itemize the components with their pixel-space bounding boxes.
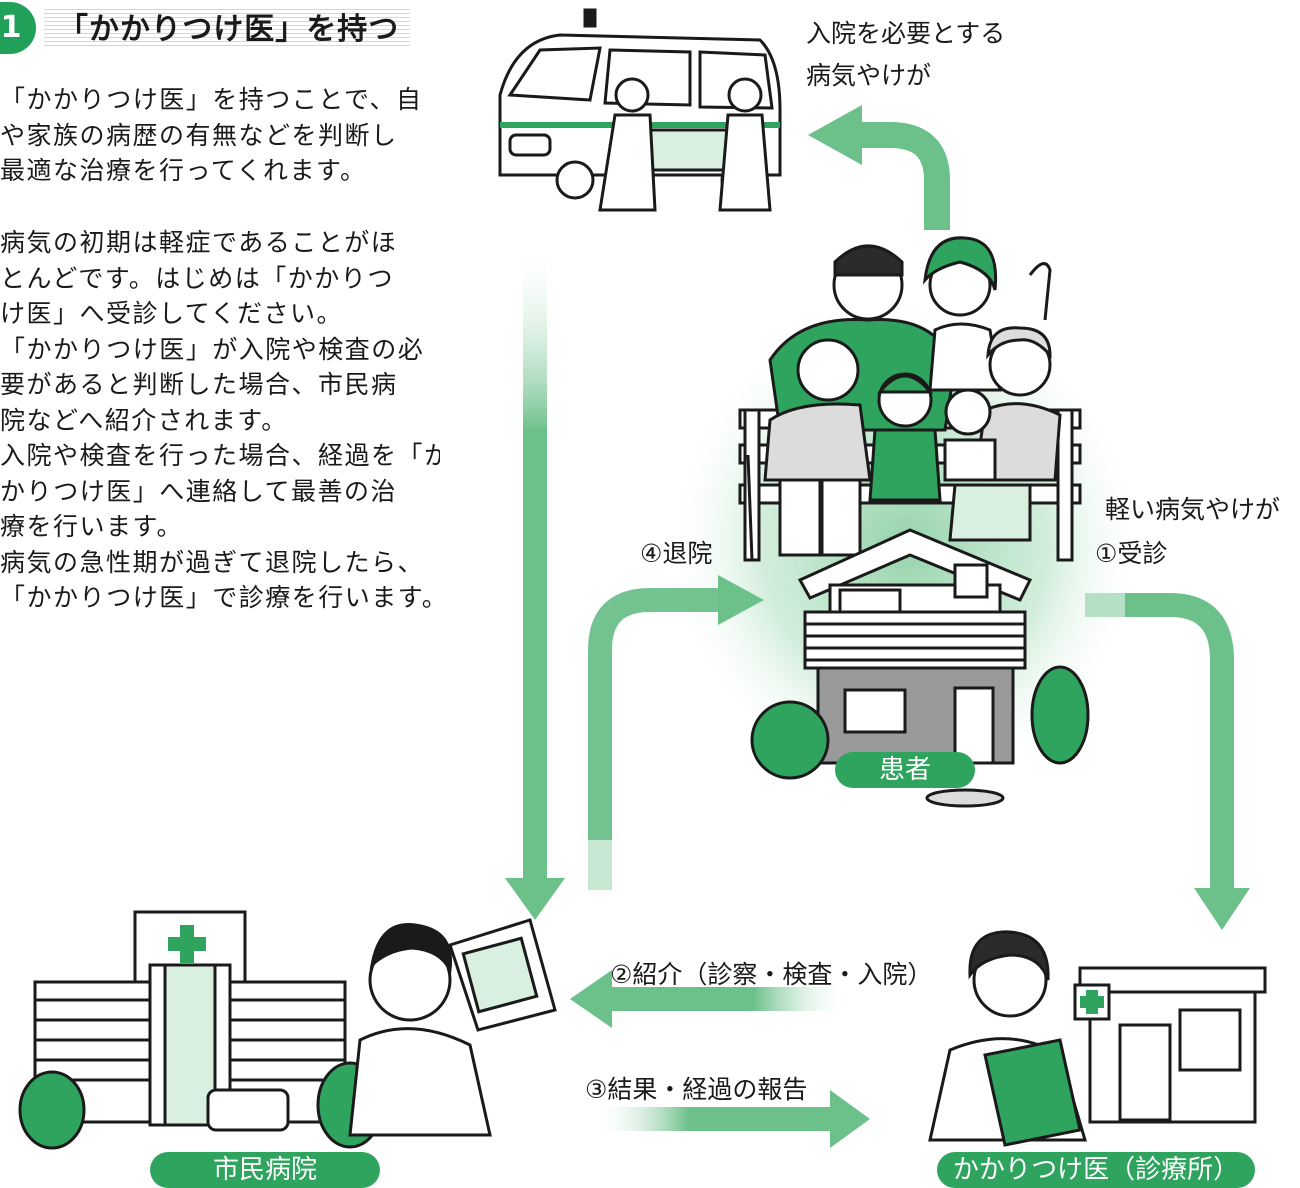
- arrow-report: [593, 1090, 870, 1148]
- city-hospital-label: 市民病院: [150, 1152, 380, 1188]
- section-heading: 1 「かかりつけ医」を持つ: [0, 2, 420, 54]
- house-illustration: [750, 528, 1090, 808]
- family-doctor-illustration: [928, 930, 1267, 1147]
- hospitalization-label-line2: 病気やけが: [806, 61, 932, 90]
- step1-label: ①受診: [1095, 539, 1168, 568]
- text-line: 病気の急性期が過ぎて退院したら、: [0, 547, 425, 577]
- text-line: 療を行います。: [0, 512, 184, 541]
- arrow-down-to-hospital: [505, 240, 565, 920]
- intro-paragraph: 「かかりつけ医」を持つことで、自 や家族の病歴の有無などを判断し 最適な治療を行…: [0, 82, 440, 189]
- minor-illness-label: 軽い病気やけが: [1105, 495, 1281, 524]
- text-line: 入院や検査を行った場合、経過を「か: [0, 441, 440, 470]
- step2-label: ②紹介（診察・検査・入院）: [610, 960, 933, 989]
- heading-stripes: [44, 6, 410, 46]
- section-title: 「かかりつけ医」を持つ: [58, 12, 400, 47]
- text-line: 「かかりつけ医」が入院や検査の必: [0, 334, 425, 364]
- step3-label: ③結果・経過の報告: [585, 1075, 808, 1104]
- family-illustration: [738, 236, 1082, 562]
- arrow-referral: [570, 970, 850, 1028]
- section-number: 1: [0, 10, 22, 45]
- text-line: 院などへ紹介されます。: [0, 405, 288, 435]
- arrow-discharge: [588, 575, 764, 900]
- text-line: かりつけ医」へ連絡して最善の治: [0, 476, 398, 506]
- family-doctor-label: かかりつけ医（診療所）: [937, 1152, 1255, 1188]
- patient-label: 患者: [835, 752, 975, 788]
- text-line: 最適な治療を行ってくれます。: [0, 156, 367, 185]
- arrow-to-ambulance: [808, 105, 950, 230]
- text-line: や家族の病歴の有無などを判断し: [0, 120, 398, 150]
- text-line: 「かかりつけ医」を持つことで、自: [0, 85, 423, 114]
- hospitalization-label-line1: 入院を必要とする: [806, 19, 1006, 48]
- text-line: 要があると判断した場合、市民病: [0, 370, 398, 399]
- explanation-paragraph: 病気の初期は軽症であることがほ とんどです。はじめは「かかりつ け医」へ受診して…: [0, 225, 440, 616]
- text-line: 「かかりつけ医」で診療を行います。: [0, 583, 440, 612]
- arrow-to-family-doctor: [1085, 593, 1250, 930]
- city-hospital-illustration: [18, 910, 557, 1150]
- ambulance-illustration: [498, 8, 782, 212]
- text-line: け医」へ受診してください。: [0, 299, 344, 328]
- text-line: とんどです。はじめは「かかりつ: [0, 263, 395, 293]
- text-line: 病気の初期は軽症であることがほ: [0, 228, 398, 257]
- step4-label: ④退院: [640, 539, 713, 568]
